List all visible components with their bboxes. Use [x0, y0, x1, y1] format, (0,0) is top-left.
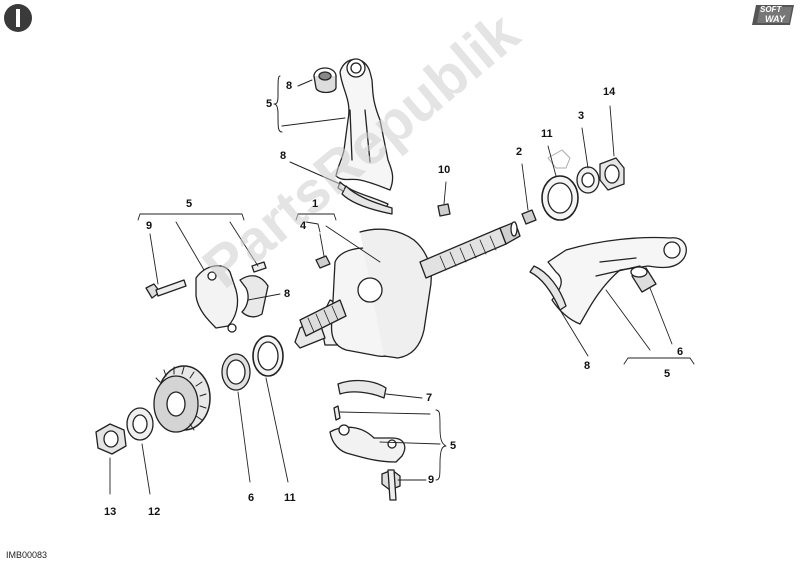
callout-5-left: 5 — [186, 198, 193, 210]
callout-6-top: 8 — [286, 80, 293, 92]
oil-seal-7 — [221, 353, 251, 391]
callout-8-bottom: 7 — [426, 392, 433, 404]
bottom-bearing-shell — [337, 379, 387, 399]
big-end-cap-top — [341, 185, 393, 215]
dowel-2 — [521, 209, 537, 225]
logo-text-soft: SOFT — [760, 5, 782, 14]
callout-11-left: 11 — [284, 492, 296, 504]
nut-13 — [95, 423, 127, 455]
bottom-rod-cap — [329, 424, 406, 463]
small-end-bushing — [313, 67, 337, 94]
shim-ring-left — [252, 335, 284, 377]
upper-connecting-rod — [335, 58, 394, 209]
bottom-dowel — [333, 405, 341, 421]
callout-1: 1 — [312, 198, 319, 210]
oil-plug-4 — [315, 255, 331, 269]
timing-gear — [153, 365, 211, 433]
left-bearing-shell — [239, 275, 269, 318]
callout-6-right: 6 — [677, 346, 684, 358]
callout-4: 4 — [300, 220, 307, 232]
section-badge-icon — [4, 4, 32, 32]
callout-3: 3 — [578, 110, 585, 122]
crankshaft — [294, 221, 521, 359]
left-rod-cap — [195, 265, 239, 333]
nut-14 — [599, 157, 625, 191]
callout-12: 12 — [148, 506, 161, 518]
callout-9-left: 9 — [146, 220, 153, 232]
leader-lines — [109, 105, 695, 495]
drawing-code: IMB00083 — [6, 550, 48, 560]
left-dowel — [251, 261, 267, 273]
callout-13: 13 — [104, 506, 117, 518]
bottom-cap-bolt — [381, 469, 401, 501]
softway-logo: SOFT WAY — [752, 4, 794, 26]
callout-8-top: 8 — [280, 150, 287, 162]
callout-10: 10 — [438, 164, 451, 176]
left-cap-bolt — [145, 279, 187, 299]
washer-12 — [126, 407, 154, 441]
logo-shape-icon — [752, 5, 794, 25]
shim-ring-right — [541, 149, 579, 221]
washer-3 — [576, 166, 600, 194]
callout-9-bottom: 9 — [428, 474, 435, 486]
callout-7: 6 — [248, 492, 255, 504]
right-small-end-bushing — [630, 266, 657, 293]
logo-text-way: WAY — [765, 14, 785, 24]
callout-8-right: 8 — [584, 360, 591, 372]
callout-14: 14 — [603, 86, 616, 98]
right-connecting-rod — [547, 236, 687, 325]
callout-5-right: 5 — [664, 368, 671, 380]
callout-5-top: 5 — [266, 98, 273, 110]
callout-11-right: 11 — [541, 128, 553, 140]
callout-5-bottom: 5 — [450, 440, 457, 452]
callout-8-left: 8 — [284, 288, 291, 300]
callout-2: 2 — [516, 146, 523, 158]
oil-plug-10 — [437, 203, 451, 217]
